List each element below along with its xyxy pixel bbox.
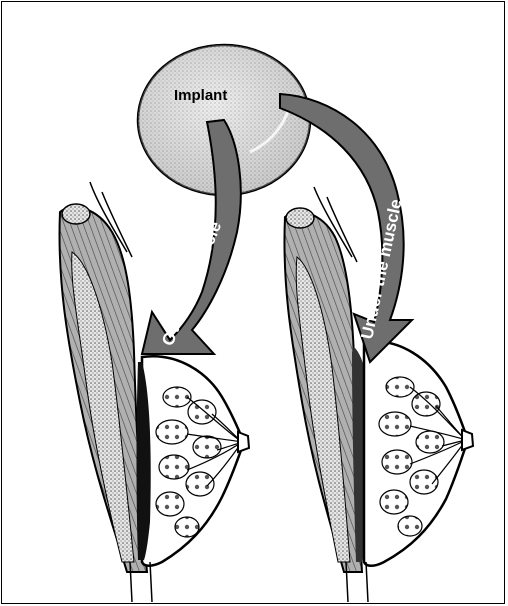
left-clavicle: [62, 204, 90, 224]
right-nipple: [462, 430, 473, 450]
left-nipple: [238, 432, 249, 452]
implant-label: Implant: [174, 87, 227, 104]
right-clavicle: [286, 208, 314, 228]
